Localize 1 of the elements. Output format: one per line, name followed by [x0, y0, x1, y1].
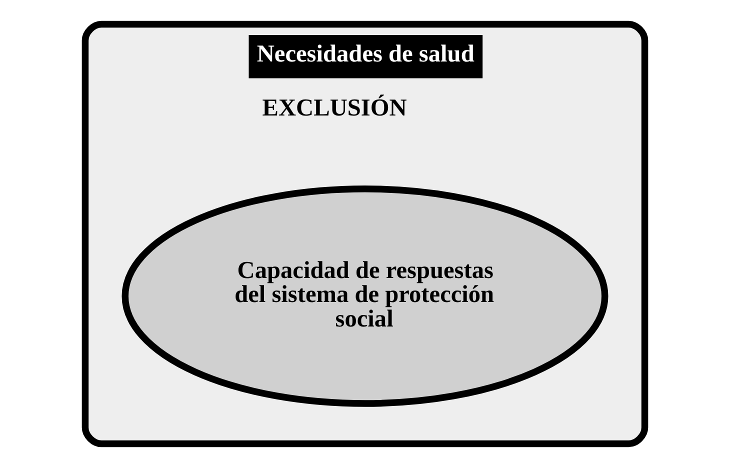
- node-ellipse: Capacidad de respuestas del sistema de protección social: [122, 185, 608, 407]
